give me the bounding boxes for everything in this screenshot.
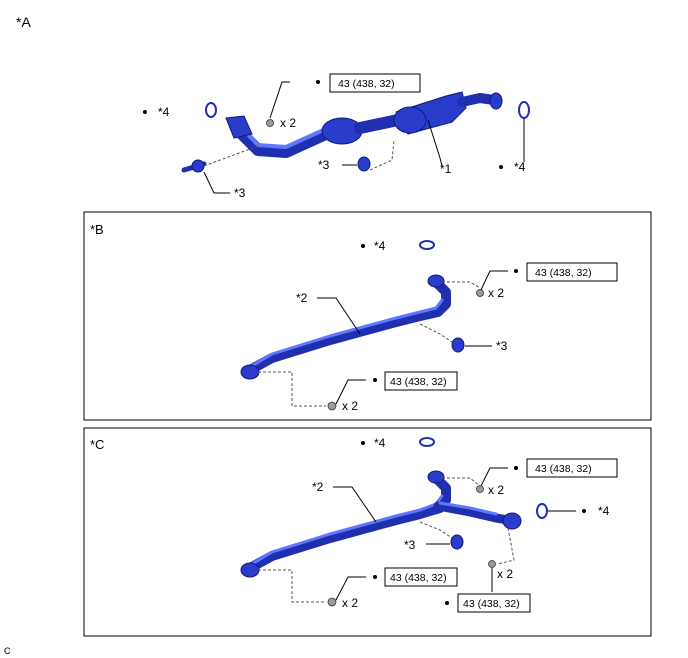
bolt-c-right: [488, 560, 496, 568]
callout-3-c: *3: [404, 538, 416, 552]
section-b-frame: [83, 211, 652, 421]
callout-3-b: *3: [496, 339, 508, 353]
torque-box-b-lower: [384, 371, 458, 391]
clamp-c: [450, 534, 464, 550]
callout-3-a-left: *3: [234, 186, 246, 200]
flange-c-front: [240, 562, 260, 578]
gasket-a-left: [205, 102, 217, 118]
front-pipe-c: [240, 470, 522, 578]
torque-box-c-upper: [526, 458, 618, 478]
gasket-a-right: [518, 101, 530, 119]
front-pipe-b: [240, 274, 451, 380]
gasket-c-right: [536, 503, 548, 519]
gasket-c-upper: [419, 437, 435, 447]
clamp-a: [357, 156, 371, 172]
callout-4-a-left: *4: [158, 105, 170, 119]
torque-value-c-right: 43 (438, 32): [463, 598, 520, 610]
quantity-b-upper: x 2: [488, 286, 504, 300]
quantity-a: x 2: [280, 116, 296, 130]
callout-4-c-upper: *4: [374, 436, 386, 450]
quantity-b-lower: x 2: [342, 399, 358, 413]
callout-3-a-mid: *3: [318, 158, 330, 172]
quantity-c-right: x 2: [497, 567, 513, 581]
section-b-label: *B: [90, 222, 104, 237]
quantity-c-upper: x 2: [488, 483, 504, 497]
flange-b-rear: [427, 274, 445, 288]
torque-box-c-lower: [384, 567, 458, 587]
footer-code: C: [4, 646, 11, 656]
torque-value-c-lower: 43 (438, 32): [390, 572, 447, 584]
torque-box-c-right: [457, 593, 531, 613]
flange-c-rear: [427, 470, 445, 484]
bolt-c-lower: [327, 597, 337, 607]
flange-b-front: [240, 364, 260, 380]
callout-4-a-right: *4: [514, 160, 526, 174]
bolt-b-lower: [327, 401, 337, 411]
section-a-label: *A: [16, 14, 31, 30]
torque-value-a: 43 (438, 32): [338, 78, 395, 90]
torque-box-b-upper: [526, 262, 618, 282]
torque-value-c-upper: 43 (438, 32): [535, 463, 592, 475]
quantity-c-lower: x 2: [342, 596, 358, 610]
callout-1: *1: [440, 162, 452, 176]
clamp-b: [451, 337, 465, 353]
section-c-label: *C: [90, 437, 104, 452]
callout-4-b: *4: [374, 239, 386, 253]
bolt-b-upper: [476, 289, 484, 297]
callout-4-c-right: *4: [598, 504, 610, 518]
callout-2-b: *2: [296, 291, 308, 305]
bolt-a: [266, 119, 274, 127]
front-pipe-assembly-a: [181, 91, 503, 173]
flange-c-side: [502, 512, 522, 530]
gasket-b: [419, 240, 435, 250]
torque-value-b-upper: 43 (438, 32): [535, 267, 592, 279]
front-flange-a: [225, 115, 253, 139]
callout-2-c: *2: [312, 480, 324, 494]
bolt-c-upper: [476, 485, 484, 493]
torque-box-a: [329, 73, 421, 93]
torque-value-b-lower: 43 (438, 32): [390, 376, 447, 388]
section-c-frame: [83, 427, 652, 637]
